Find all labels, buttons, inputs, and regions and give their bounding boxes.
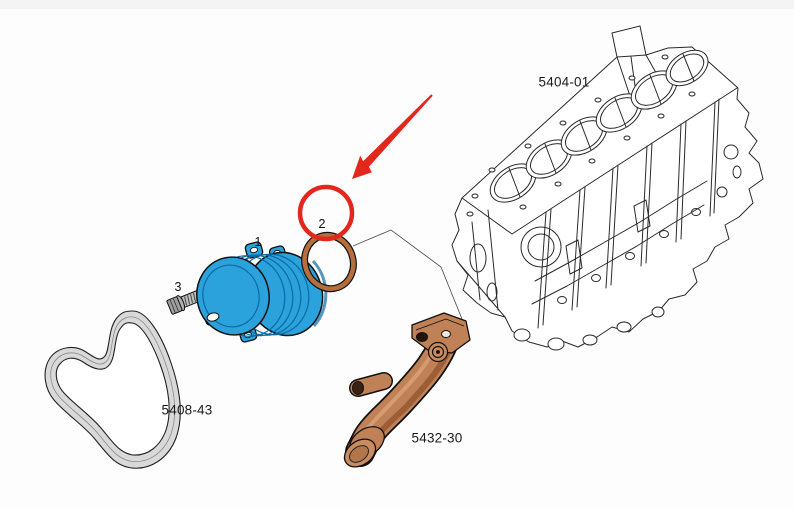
callout-seal: 2: [318, 217, 326, 231]
belt-drawing: [44, 310, 181, 469]
inlet-tube-drawing: [343, 312, 471, 468]
highlight-circle: [297, 184, 355, 242]
water-pump-drawing: [196, 241, 328, 343]
callout-bolt: 3: [174, 280, 182, 294]
engine-block-drawing: [451, 25, 764, 351]
label-belt: 5408-43: [161, 402, 213, 418]
page-top-strip: [0, 0, 794, 9]
label-inlet-tube: 5432-30: [411, 430, 463, 446]
callout-water-pump: 1: [254, 235, 262, 249]
label-engine-block: 5404-01: [538, 74, 590, 90]
highlight-arrow: [352, 94, 433, 179]
